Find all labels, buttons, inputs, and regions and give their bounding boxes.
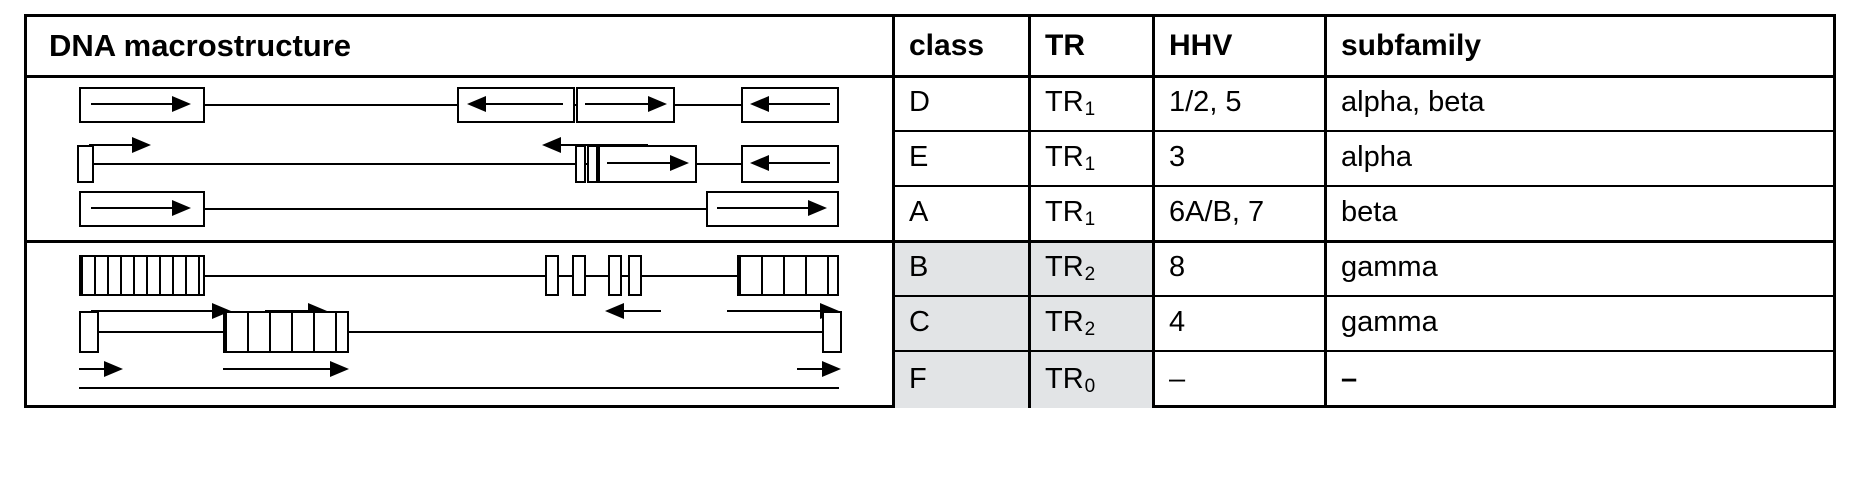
column-header-hhv: HHV <box>1169 29 1233 62</box>
backbone-b <box>203 275 823 277</box>
cell-hhv-b: 8 <box>1169 251 1186 283</box>
repeat-tick-e-internal-b <box>587 145 598 183</box>
cell-hhv-d: 1/2, 5 <box>1169 86 1242 118</box>
repeat-tick-b-internal-c <box>608 255 622 296</box>
shade-tr-c <box>1031 295 1152 350</box>
repeat-tick-e-left <box>77 145 94 183</box>
repeat-tick-b-internal-d <box>628 255 642 296</box>
cell-subfamily-f: – <box>1341 362 1358 395</box>
cell-tr-f-base: TR <box>1045 362 1084 395</box>
shade-tr-f <box>1031 350 1152 408</box>
arrow-right-c-2 <box>223 361 349 377</box>
column-divider-hhv <box>1152 17 1155 405</box>
page-title: DNA macrostructure <box>49 28 352 63</box>
cell-hhv-f: – <box>1169 362 1186 395</box>
shade-class-c <box>895 295 1028 350</box>
arrow-left-d-2 <box>750 96 830 112</box>
cell-subfamily-b: gamma <box>1341 251 1438 283</box>
repeat-tick-b-internal-b <box>572 255 586 296</box>
figure-frame: DNA macrostructure class TR HHV subfamil… <box>24 14 1836 408</box>
shade-class-f <box>895 350 1028 408</box>
cell-class-f: F <box>909 362 927 395</box>
arrow-right-c-3 <box>797 361 841 377</box>
diagram-group-divider <box>27 240 895 243</box>
cell-class-a: A <box>909 196 929 228</box>
arrow-right-c-1 <box>79 361 123 377</box>
arrow-right-d-2 <box>585 96 667 112</box>
column-header-tr: TR <box>1045 29 1085 62</box>
rule-row-c-bottom <box>892 350 1833 352</box>
column-divider-tr <box>1028 17 1031 405</box>
cell-tr-e-base: TR <box>1045 141 1084 173</box>
arrow-right-e-1 <box>89 137 151 153</box>
cell-tr-a-sub: 1 <box>1084 209 1096 230</box>
cell-tr-b-base: TR <box>1045 251 1084 283</box>
cell-tr-d-sub: 1 <box>1084 99 1096 120</box>
backbone-a <box>179 208 709 210</box>
repeat-tick-c-left <box>79 311 99 353</box>
arrow-right-d-1 <box>91 96 191 112</box>
column-divider-subfamily <box>1324 17 1327 405</box>
cell-class-c: C <box>909 306 930 338</box>
cell-subfamily-a: beta <box>1341 196 1398 228</box>
shade-class-b <box>895 240 1028 295</box>
dna-macrostructure-diagrams <box>27 75 895 408</box>
rule-row-e-bottom <box>892 185 1833 187</box>
repeat-tick-c-right <box>822 311 842 353</box>
cell-class-d: D <box>909 86 930 118</box>
terminal-repeat-array-b-right <box>737 255 839 296</box>
cell-hhv-c: 4 <box>1169 306 1186 338</box>
rule-row-b-bottom <box>892 295 1833 297</box>
cell-tr-e-sub: 1 <box>1084 154 1096 175</box>
cell-subfamily-c: gamma <box>1341 306 1438 338</box>
arrow-right-a-2 <box>717 200 827 216</box>
cell-tr-c-sub: 2 <box>1084 319 1096 340</box>
arrow-right-e-2 <box>607 155 689 171</box>
repeat-tick-e-internal-a <box>575 145 586 183</box>
repeat-tick-b-internal-a <box>545 255 559 296</box>
arrow-left-d-1 <box>467 96 563 112</box>
backbone-f <box>79 387 839 389</box>
cell-subfamily-e: alpha <box>1341 141 1412 173</box>
column-header-subfamily: subfamily <box>1341 29 1482 62</box>
cell-hhv-a: 6A/B, 7 <box>1169 196 1265 228</box>
cell-tr-f-sub: 0 <box>1084 375 1096 397</box>
cell-hhv-e: 3 <box>1169 141 1186 173</box>
arrow-right-a-1 <box>91 200 191 216</box>
backbone-c <box>93 331 839 333</box>
cell-subfamily-d: alpha, beta <box>1341 86 1485 118</box>
rule-row-a-bottom <box>27 240 1833 243</box>
cell-class-e: E <box>909 141 929 173</box>
terminal-repeat-array-b-left <box>79 255 205 296</box>
cell-class-b: B <box>909 251 929 283</box>
rule-row-d-bottom <box>892 130 1833 132</box>
arrow-left-b-1 <box>605 303 661 319</box>
column-header-class: class <box>909 29 985 62</box>
arrow-left-e-1b <box>750 155 830 171</box>
cell-tr-c-base: TR <box>1045 306 1084 338</box>
arrow-right-b-1 <box>91 303 231 319</box>
internal-repeat-array-c <box>223 311 349 353</box>
cell-tr-b-sub: 2 <box>1084 264 1096 285</box>
shade-tr-b <box>1031 240 1152 295</box>
column-divider-class <box>892 17 895 405</box>
cell-tr-a-base: TR <box>1045 196 1084 228</box>
backbone-e <box>89 163 819 165</box>
cell-tr-d-base: TR <box>1045 86 1084 118</box>
rule-header-bottom <box>27 75 1833 78</box>
